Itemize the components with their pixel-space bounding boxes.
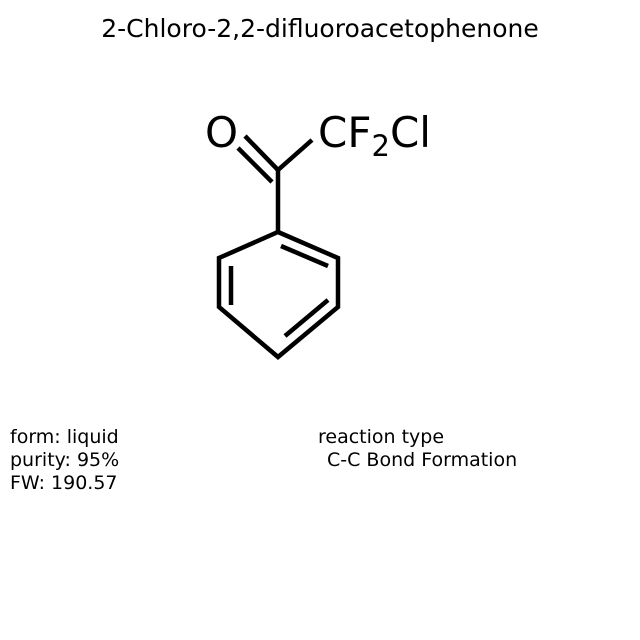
cf2cl-tail: Cl	[389, 108, 431, 157]
page-title: 2-Chloro-2,2-difluoroacetophenone	[101, 14, 539, 43]
properties-list: form: liquid purity: 95% FW: 190.57	[10, 426, 119, 495]
carbonyl-to-cf2cl-bond	[276, 138, 314, 172]
carbonyl-double-bond	[236, 134, 280, 184]
benzene-ring-outline	[216, 229, 341, 360]
atom-label-cf2cl: CF2Cl	[318, 112, 431, 164]
reaction-type-label: reaction type	[318, 426, 445, 448]
property-formula-weight: FW: 190.57	[10, 472, 118, 494]
property-purity: purity: 95%	[10, 449, 120, 471]
cf2cl-main: CF	[318, 108, 372, 157]
reaction-type-value: C-C Bond Formation	[327, 449, 518, 471]
property-form: form: liquid	[10, 426, 119, 448]
cf2cl-subscript: 2	[371, 129, 390, 163]
benzene-inner-double-bonds	[228, 243, 330, 338]
atom-label-oxygen: O	[205, 108, 239, 157]
reaction-type-block: reaction type C-C Bond Formation	[318, 426, 517, 472]
